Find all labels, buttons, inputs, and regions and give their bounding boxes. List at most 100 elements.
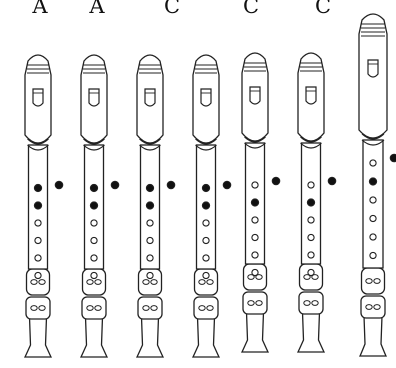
closed-hole-icon [146,184,153,191]
foot-joint [194,297,218,319]
recorder-7 [359,14,396,356]
open-hole-icon [203,272,209,278]
open-hole-icon [147,237,153,243]
foot-hole-icon [374,305,380,310]
open-hole-icon [252,217,258,223]
foot-joint [26,297,50,319]
closed-hole-icon [34,202,41,209]
foot-joint [243,292,267,314]
double-hole-icon [95,280,101,285]
foot-hole-icon [143,306,149,311]
window-icon [145,89,155,106]
open-hole-icon [203,237,209,243]
foot-hole-icon [248,301,254,306]
recorder-4 [193,55,231,357]
open-hole-icon [308,182,314,188]
double-hole-icon [199,280,205,285]
window-icon [250,87,260,104]
lower-ring [300,264,323,290]
closed-hole-icon [307,199,314,206]
foot-hole-icon [151,306,157,311]
foot-hole-icon [366,305,372,310]
foot-hole-icon [95,306,101,311]
closed-hole-icon [202,202,209,209]
note-label: C [315,0,331,18]
open-hole-icon [91,255,97,261]
double-hole-icon [207,280,213,285]
bell-icon [242,312,268,352]
foot-hole-icon [31,306,37,311]
open-hole-icon [35,237,41,243]
window-icon [306,87,316,104]
closed-hole-icon [202,184,209,191]
closed-hole-icon [90,202,97,209]
closed-hole-icon [369,178,376,185]
bell-icon [25,317,51,357]
recorder-5 [242,53,280,352]
open-hole-icon [147,255,153,261]
recorder-6 [298,53,336,352]
double-hole-icon [143,280,149,285]
open-hole-icon [91,237,97,243]
note-label: C [164,0,180,18]
thumb-hole-icon [167,181,175,189]
closed-hole-icon [146,202,153,209]
thumb-hole-icon [272,177,280,185]
note-label: A [31,0,48,18]
foot-hole-icon [87,306,93,311]
recorder-body [363,140,383,268]
window-icon [89,89,99,106]
open-hole-icon [308,252,314,258]
open-hole-icon [252,252,258,258]
open-hole-icon [91,272,97,278]
open-hole-icon [252,182,258,188]
recorder-3 [137,55,175,357]
foot-hole-icon [256,301,262,306]
note-label: C [243,0,259,18]
closed-hole-icon [251,199,258,206]
open-hole-icon [35,255,41,261]
lower-ring [362,268,385,294]
open-hole-icon [35,220,41,226]
double-hole-icon [366,279,372,284]
closed-hole-icon [90,184,97,191]
foot-hole-icon [39,306,45,311]
recorder-2 [81,55,119,357]
bell-icon [298,312,324,352]
double-hole-icon [374,279,380,284]
open-hole-icon [203,255,209,261]
bell-icon [360,316,386,356]
foot-hole-icon [304,301,310,306]
double-hole-icon [151,280,157,285]
foot-joint [299,292,323,314]
thumb-hole-icon [223,181,231,189]
open-hole-icon [147,272,153,278]
open-hole-icon [370,197,376,203]
open-hole-icon [147,220,153,226]
double-hole-icon [39,280,45,285]
open-hole-icon [308,217,314,223]
window-icon [368,60,378,77]
open-hole-icon [35,272,41,278]
foot-joint [82,297,106,319]
lower-ring [244,264,267,290]
double-hole-icon [31,280,37,285]
note-label: A [88,0,105,18]
bell-icon [137,317,163,357]
closed-hole-icon [34,184,41,191]
bell-icon [193,317,219,357]
open-hole-icon [370,215,376,221]
window-icon [33,89,43,106]
double-hole-icon [87,280,93,285]
open-hole-icon [308,234,314,240]
open-hole-icon [91,220,97,226]
thumb-hole-icon [390,154,396,162]
thumb-hole-icon [111,181,119,189]
foot-hole-icon [199,306,205,311]
thumb-hole-icon [328,177,336,185]
foot-hole-icon [312,301,318,306]
thumb-hole-icon [55,181,63,189]
open-hole-icon [308,269,314,275]
open-hole-icon [370,234,376,240]
